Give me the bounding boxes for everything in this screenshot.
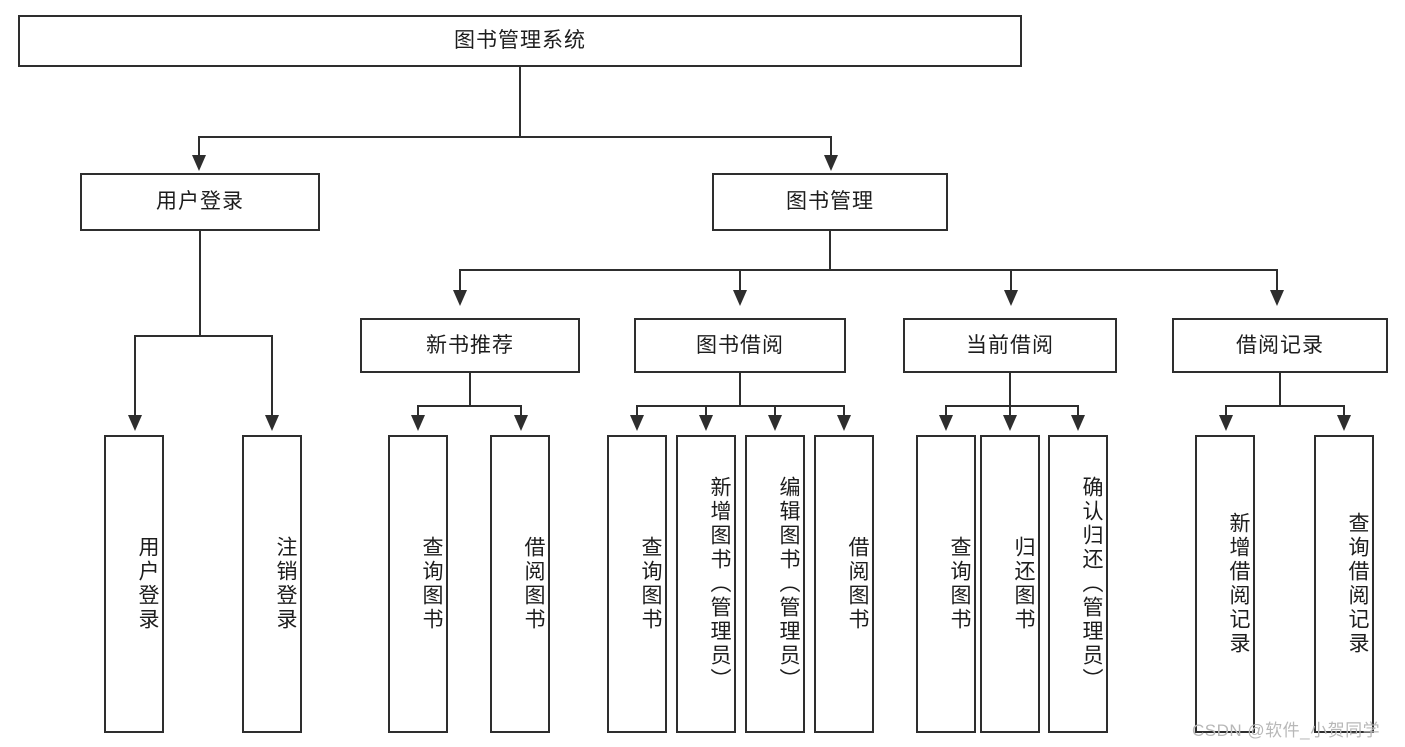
- node-leaf-add-record[interactable]: 新增借阅记录: [1195, 435, 1255, 733]
- node-current-borrow[interactable]: 当前借阅: [903, 318, 1117, 373]
- node-label: 用户登录: [136, 536, 159, 632]
- arrow-leaf-query-book-3: [939, 415, 953, 431]
- connector-user-login-bus: [134, 335, 272, 337]
- node-label: 借阅图书: [846, 536, 869, 632]
- node-label: 编辑图书（管理员）: [777, 476, 800, 692]
- connector-level2-bus: [198, 136, 832, 138]
- node-label: 新增图书（管理员）: [708, 476, 731, 692]
- arrow-leaf-query-record: [1337, 415, 1351, 431]
- connector-user-login-drop-1: [134, 335, 136, 417]
- arrow-leaf-borrow-book-2: [837, 415, 851, 431]
- node-leaf-add-book[interactable]: 新增图书（管理员）: [676, 435, 736, 733]
- node-leaf-borrow-book-2[interactable]: 借阅图书: [814, 435, 874, 733]
- connector-to-book-borrow: [739, 269, 741, 291]
- connector-user-login-stem: [199, 231, 201, 336]
- connector-current-borrow-drop-1: [945, 405, 947, 417]
- node-label: 确认归还（管理员）: [1080, 476, 1103, 692]
- arrow-to-new-book-recommend: [453, 290, 467, 306]
- node-label: 用户登录: [156, 190, 244, 214]
- node-root-book-management-system[interactable]: 图书管理系统: [18, 15, 1022, 67]
- node-leaf-user-logout[interactable]: 注销登录: [242, 435, 302, 733]
- connector-book-manage-stem: [829, 231, 831, 271]
- node-book-management[interactable]: 图书管理: [712, 173, 948, 231]
- arrow-to-borrow-record: [1270, 290, 1284, 306]
- node-leaf-query-record[interactable]: 查询借阅记录: [1314, 435, 1374, 733]
- node-leaf-query-book-2[interactable]: 查询图书: [607, 435, 667, 733]
- node-label: 查询图书: [420, 536, 443, 632]
- node-leaf-return-book[interactable]: 归还图书: [980, 435, 1040, 733]
- csdn-watermark: CSDN @软件_小贺同学: [1192, 721, 1381, 740]
- connector-to-borrow-record: [1276, 269, 1278, 291]
- node-label: 图书管理系统: [454, 29, 586, 53]
- arrow-leaf-add-book: [699, 415, 713, 431]
- connector-to-book-manage: [830, 136, 832, 157]
- connector-user-login-drop-2: [271, 335, 273, 417]
- arrow-leaf-confirm-return: [1071, 415, 1085, 431]
- connector-book-borrow-drop-4: [843, 405, 845, 417]
- connector-book-borrow-stem: [739, 373, 741, 407]
- arrow-leaf-edit-book: [768, 415, 782, 431]
- connector-current-borrow-bus: [945, 405, 1078, 407]
- node-leaf-query-book-1[interactable]: 查询图书: [388, 435, 448, 733]
- node-leaf-user-login[interactable]: 用户登录: [104, 435, 164, 733]
- node-leaf-edit-book[interactable]: 编辑图书（管理员）: [745, 435, 805, 733]
- node-label: 当前借阅: [966, 333, 1054, 357]
- connector-book-borrow-drop-3: [774, 405, 776, 417]
- arrow-leaf-borrow-book-1: [514, 415, 528, 431]
- node-leaf-borrow-book-1[interactable]: 借阅图书: [490, 435, 550, 733]
- connector-book-borrow-bus: [636, 405, 845, 407]
- node-user-login[interactable]: 用户登录: [80, 173, 320, 231]
- arrow-leaf-add-record: [1219, 415, 1233, 431]
- connector-borrow-record-drop-1: [1225, 405, 1227, 417]
- arrow-to-user-login: [192, 155, 206, 171]
- node-label: 归还图书: [1012, 536, 1035, 632]
- node-new-book-recommend[interactable]: 新书推荐: [360, 318, 580, 373]
- arrow-to-book-manage: [824, 155, 838, 171]
- node-label: 查询图书: [639, 536, 662, 632]
- node-leaf-query-book-3[interactable]: 查询图书: [916, 435, 976, 733]
- connector-to-user-login: [198, 136, 200, 157]
- connector-level3-bus: [459, 269, 1277, 271]
- connector-new-book-drop-2: [520, 405, 522, 417]
- arrow-leaf-return-book: [1003, 415, 1017, 431]
- connector-book-borrow-drop-1: [636, 405, 638, 417]
- connector-new-book-bus: [417, 405, 522, 407]
- connector-book-borrow-drop-2: [705, 405, 707, 417]
- node-leaf-confirm-return[interactable]: 确认归还（管理员）: [1048, 435, 1108, 733]
- node-label: 图书借阅: [696, 333, 784, 357]
- connector-borrow-record-stem: [1279, 373, 1281, 407]
- node-label: 图书管理: [786, 190, 874, 214]
- connector-to-current-borrow: [1010, 269, 1012, 291]
- arrow-leaf-user-logout: [265, 415, 279, 431]
- node-label: 新增借阅记录: [1227, 512, 1250, 656]
- arrow-leaf-query-book-2: [630, 415, 644, 431]
- connector-new-book-stem: [469, 373, 471, 407]
- arrow-leaf-query-book-1: [411, 415, 425, 431]
- node-book-borrow[interactable]: 图书借阅: [634, 318, 846, 373]
- node-label: 新书推荐: [426, 333, 514, 357]
- connector-current-borrow-drop-3: [1077, 405, 1079, 417]
- node-label: 注销登录: [274, 536, 297, 632]
- connector-borrow-record-drop-2: [1343, 405, 1345, 417]
- connector-new-book-drop-1: [417, 405, 419, 417]
- connector-borrow-record-bus: [1225, 405, 1345, 407]
- connector-to-new-book-recommend: [459, 269, 461, 291]
- node-label: 借阅记录: [1236, 333, 1324, 357]
- node-label: 查询借阅记录: [1346, 512, 1369, 656]
- arrow-to-current-borrow: [1004, 290, 1018, 306]
- connector-current-borrow-stem: [1009, 373, 1011, 407]
- connector-current-borrow-drop-2: [1009, 405, 1011, 417]
- arrow-leaf-user-login: [128, 415, 142, 431]
- connector-root-stem: [519, 67, 521, 137]
- arrow-to-book-borrow: [733, 290, 747, 306]
- node-label: 借阅图书: [522, 536, 545, 632]
- node-borrow-record[interactable]: 借阅记录: [1172, 318, 1388, 373]
- node-label: 查询图书: [948, 536, 971, 632]
